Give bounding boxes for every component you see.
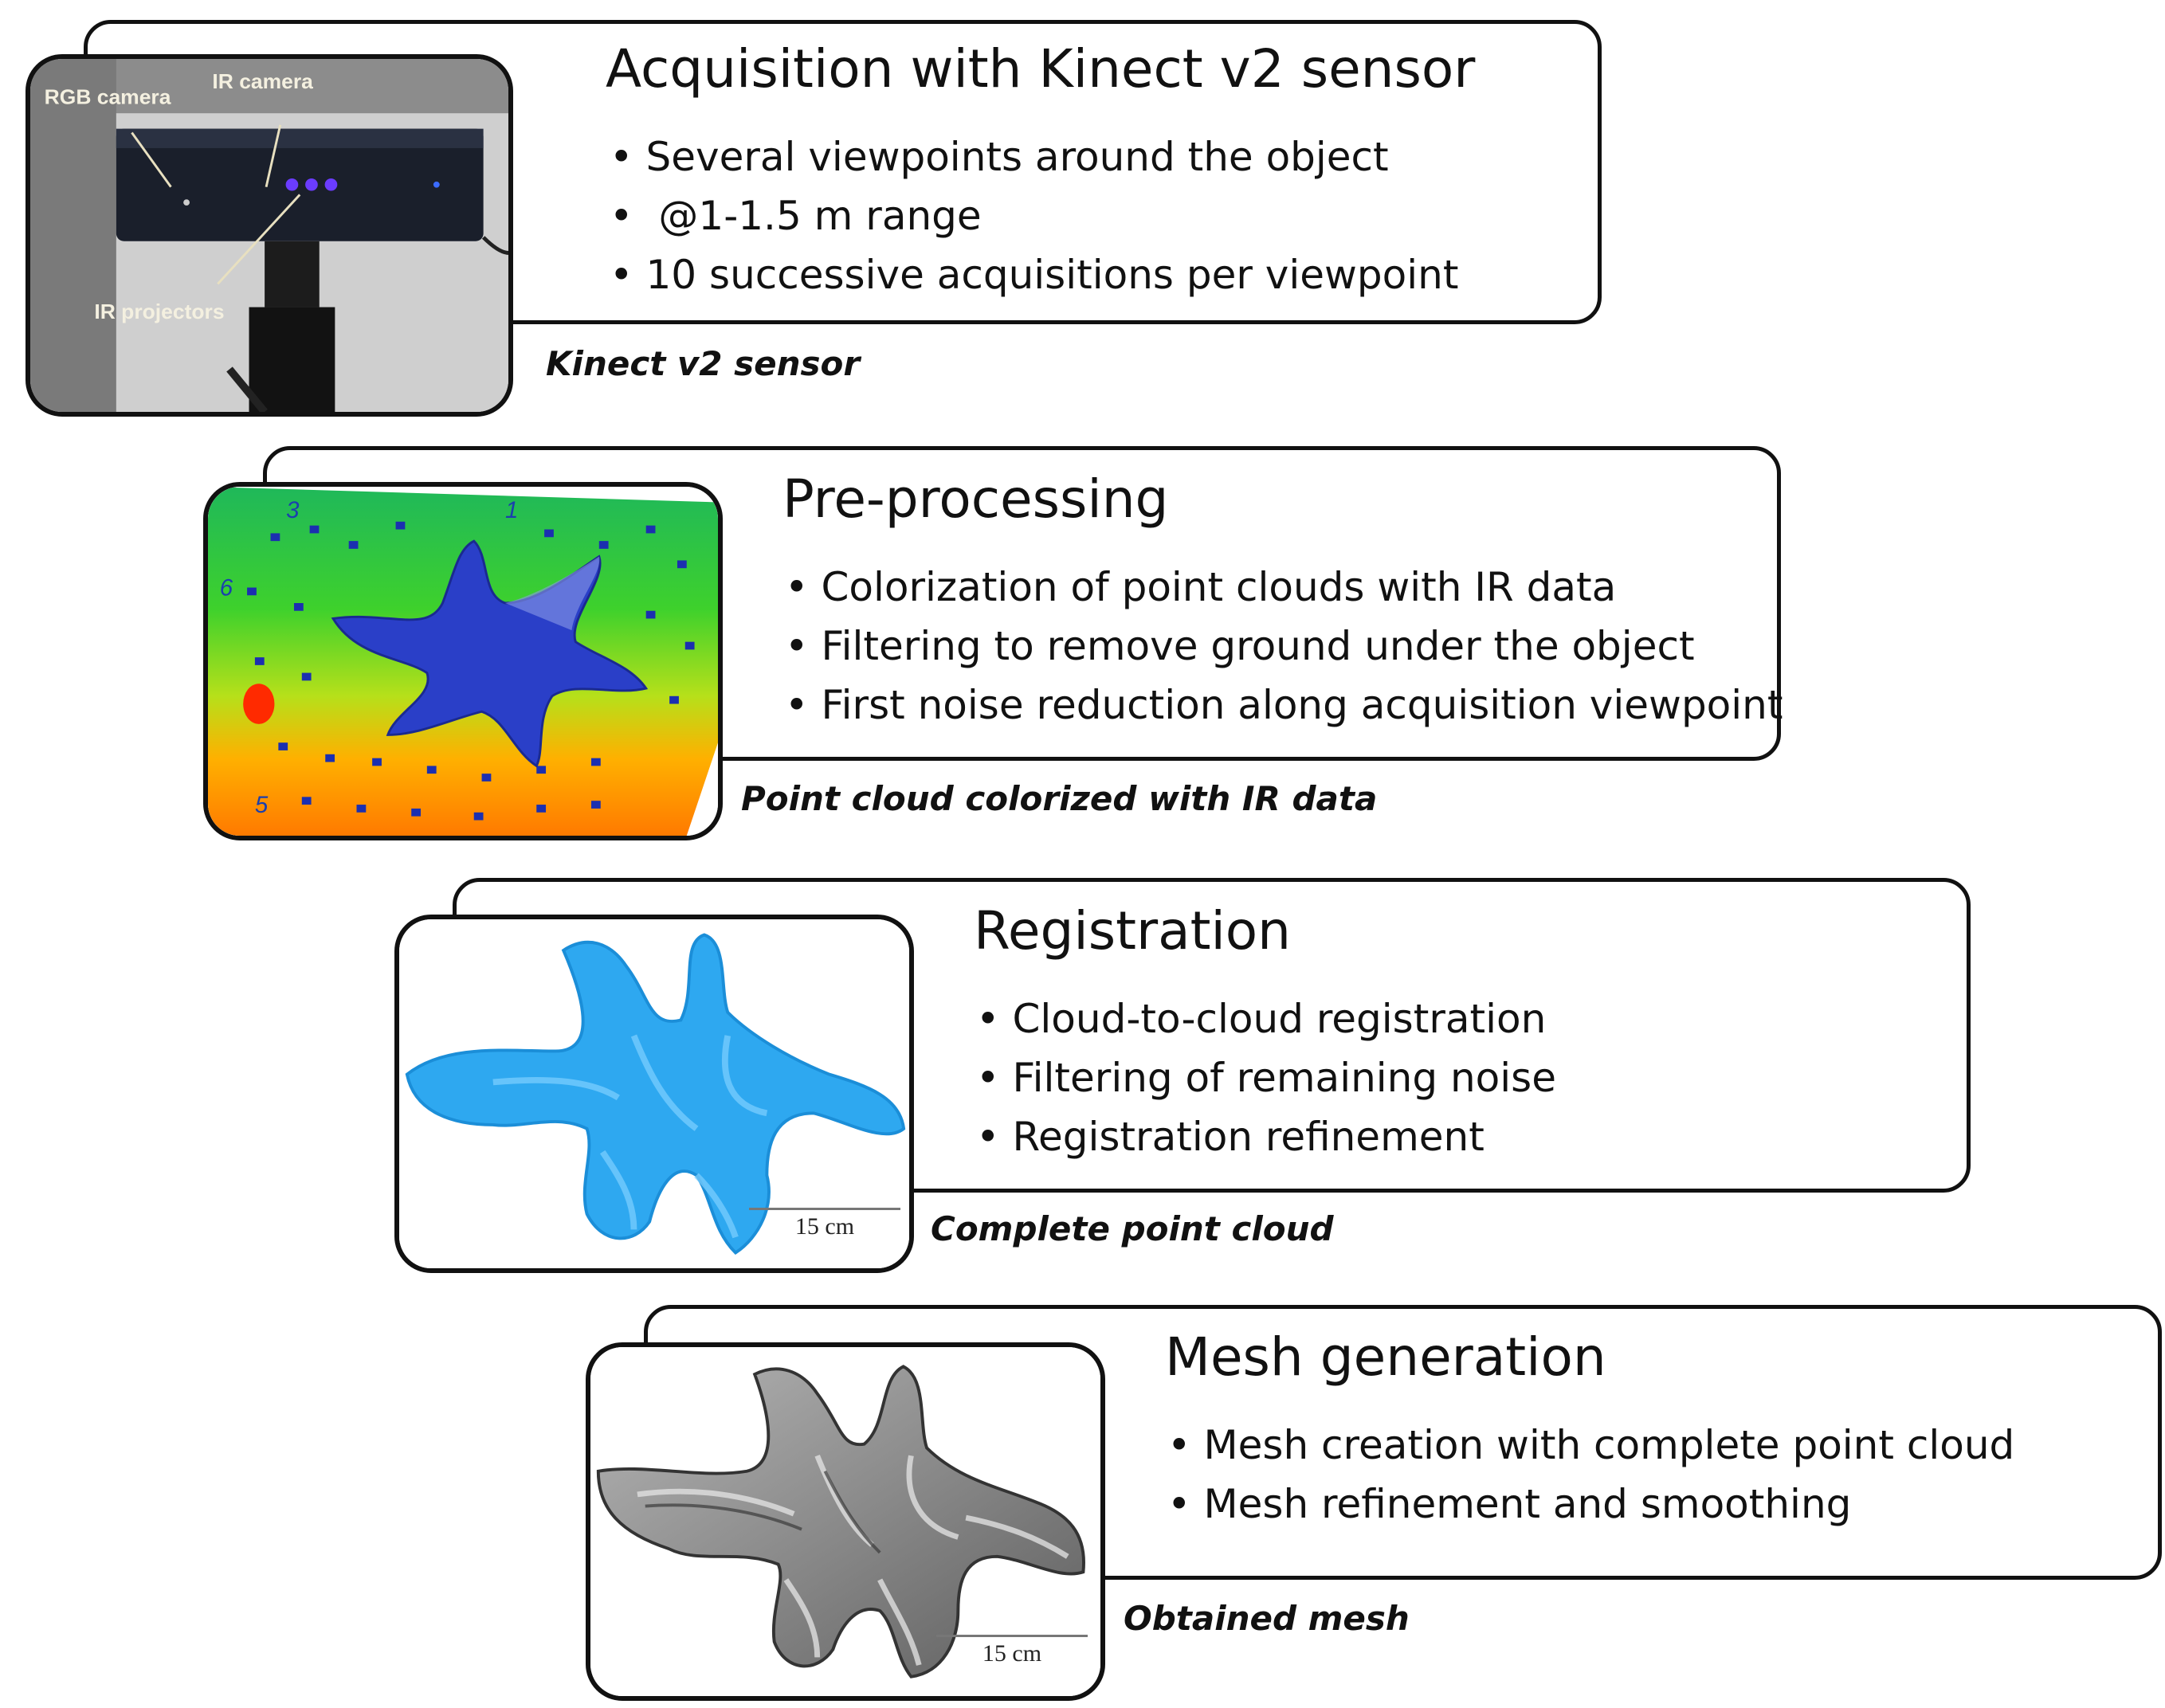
ir-camera-label: IR camera xyxy=(212,69,313,93)
scale-bar-line xyxy=(936,1635,1088,1637)
registration-title: Registration xyxy=(974,900,1291,962)
ir-point-cloud-image: 3 1 6 5 xyxy=(208,487,718,836)
kinect-sensor-photo: RGB camera IR camera IR projectors xyxy=(25,54,513,417)
marker-number: 5 xyxy=(255,792,269,818)
kinect-sensor-image: RGB camera IR camera IR projectors xyxy=(30,59,508,412)
obtained-mesh-caption: Obtained mesh xyxy=(1124,1599,1410,1638)
bullet-item: First noise reduction along acquisition … xyxy=(785,676,1783,735)
registration-bullets: Cloud-to-cloud registration Filtering of… xyxy=(976,989,1556,1166)
preprocessing-bullets: Colorization of point clouds with IR dat… xyxy=(785,558,1783,735)
ir-projectors-label: IR projectors xyxy=(94,300,224,323)
mesh-title: Mesh generation xyxy=(1165,1326,1606,1388)
bullet-item: Colorization of point clouds with IR dat… xyxy=(785,558,1783,617)
obtained-mesh-image xyxy=(590,1347,1100,1696)
bullet-item: Registration refinement xyxy=(976,1107,1556,1166)
ir-point-cloud-photo: 3 1 6 5 xyxy=(203,482,723,840)
scale-bar-label: 15 cm xyxy=(982,1640,1042,1667)
rgb-camera-label: RGB camera xyxy=(45,85,171,109)
scale-bar-line xyxy=(749,1208,900,1210)
acquisition-title: Acquisition with Kinect v2 sensor xyxy=(606,38,1476,100)
bullet-item: Cloud-to-cloud registration xyxy=(976,989,1556,1048)
complete-point-cloud-image xyxy=(399,919,909,1268)
mesh-scale-bar: 15 cm xyxy=(936,1635,1088,1667)
acquisition-bullets: Several viewpoints around the object @1-… xyxy=(610,127,1459,304)
bullet-item: 10 successive acquisitions per viewpoint xyxy=(610,245,1459,304)
kinect-caption: Kinect v2 sensor xyxy=(546,344,861,383)
ir-point-cloud-caption: Point cloud colorized with IR data xyxy=(741,779,1378,818)
marker-number: 6 xyxy=(220,574,233,601)
obtained-mesh-photo xyxy=(586,1342,1105,1701)
scale-bar-label: 15 cm xyxy=(794,1213,855,1240)
registration-scale-bar: 15 cm xyxy=(749,1208,900,1240)
marker-number: 3 xyxy=(286,497,300,523)
preprocessing-title: Pre-processing xyxy=(782,468,1169,530)
bullet-item: Filtering to remove ground under the obj… xyxy=(785,617,1783,676)
mesh-bullets: Mesh creation with complete point cloud … xyxy=(1167,1416,2015,1534)
bullet-item: Filtering of remaining noise xyxy=(976,1048,1556,1107)
marker-number: 1 xyxy=(505,497,518,523)
complete-point-cloud-photo xyxy=(394,915,914,1273)
bullet-item: @1-1.5 m range xyxy=(610,186,1458,245)
bullet-item: Mesh refinement and smoothing xyxy=(1167,1475,2014,1534)
bullet-item: Several viewpoints around the object xyxy=(610,127,1458,186)
bullet-item: Mesh creation with complete point cloud xyxy=(1167,1416,2015,1475)
complete-point-cloud-caption: Complete point cloud xyxy=(931,1209,1334,1248)
